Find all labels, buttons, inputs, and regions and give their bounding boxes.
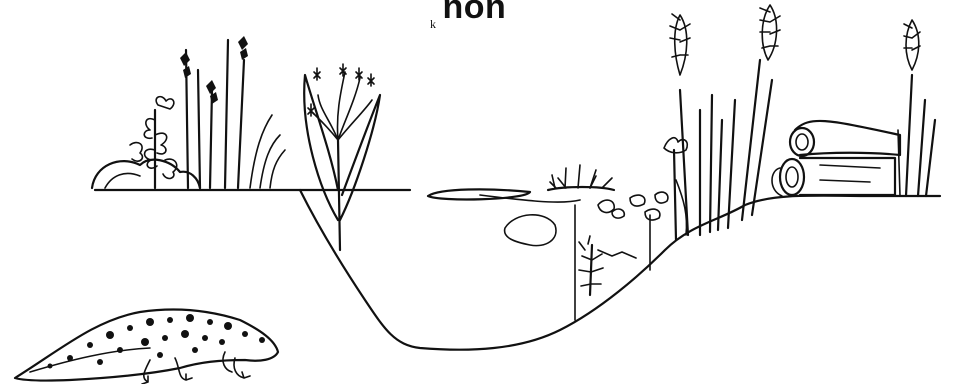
marginal-leafy-plants	[598, 192, 668, 220]
pond-basin	[95, 190, 940, 350]
marginal-flowering-plant	[304, 64, 380, 250]
water-lily-rosette	[548, 165, 614, 190]
log-pile	[772, 121, 900, 196]
reeds-right	[670, 5, 935, 235]
submerged-weed	[579, 236, 636, 295]
reeds-left	[180, 36, 285, 188]
rock-mound	[92, 160, 200, 188]
floating-leaves	[428, 189, 556, 245]
newt-illustration	[15, 310, 278, 384]
